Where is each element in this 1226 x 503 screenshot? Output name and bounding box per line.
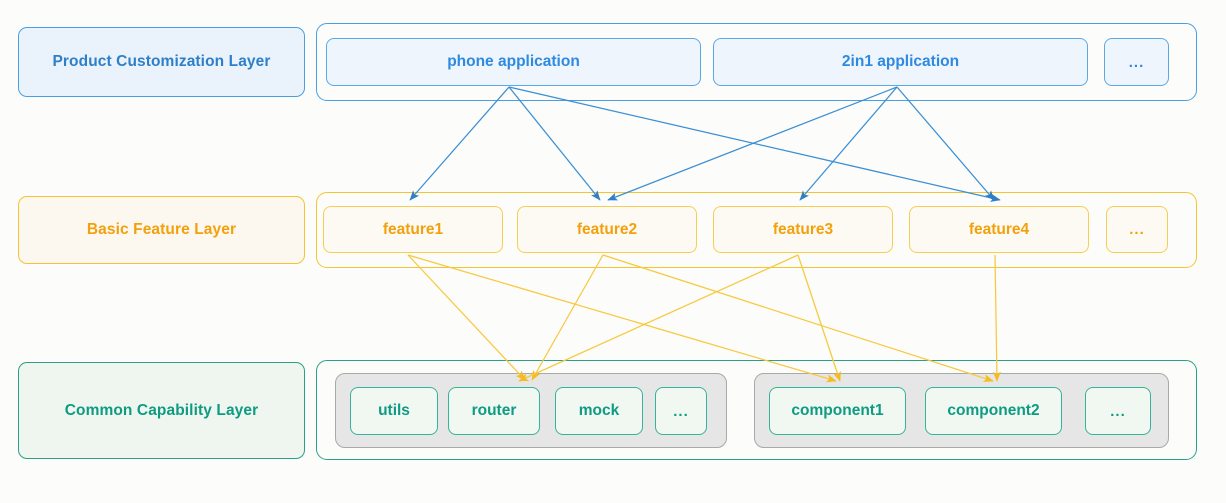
node-label: ... <box>1129 221 1145 238</box>
node-label: ... <box>1128 53 1145 71</box>
node-feature2[interactable]: feature2 <box>517 206 697 253</box>
node-label: feature4 <box>968 220 1030 238</box>
node-component2[interactable]: component2 <box>925 387 1062 435</box>
node-feature-ellipsis[interactable]: ... <box>1106 206 1168 253</box>
layer-label-text: Product Customization Layer <box>52 53 271 70</box>
layer-label-text: Common Capability Layer <box>64 401 259 419</box>
node-label: feature1 <box>382 220 444 238</box>
node-label: 2in1 application <box>841 53 960 70</box>
layer-label-text: Basic Feature Layer <box>86 221 237 238</box>
layer-label-product-customization: Product Customization Layer <box>18 27 305 97</box>
node-label: feature3 <box>772 220 834 238</box>
node-label: ... <box>673 402 689 420</box>
node-label: feature2 <box>576 220 638 238</box>
node-label: component2 <box>947 402 1040 419</box>
layer-items-shell-common-capability: utils router mock ... component1 compone… <box>316 360 1197 460</box>
node-label: mock <box>578 402 620 419</box>
node-2in1-application[interactable]: 2in1 application <box>713 38 1088 86</box>
node-feature4[interactable]: feature4 <box>909 206 1089 253</box>
node-feature3[interactable]: feature3 <box>713 206 893 253</box>
blue-connection-group-2 <box>607 86 995 201</box>
layer-items-shell-basic-feature: feature1 feature2 feature3 feature4 ... <box>316 192 1197 268</box>
node-phone-application[interactable]: phone application <box>326 38 701 86</box>
node-product-ellipsis[interactable]: ... <box>1104 38 1169 86</box>
node-components-ellipsis[interactable]: ... <box>1085 387 1151 435</box>
layer-items-shell-product-customization: phone application 2in1 application ... <box>316 23 1197 101</box>
node-utilities-ellipsis[interactable]: ... <box>655 387 707 435</box>
node-label: ... <box>1110 402 1126 420</box>
node-feature1[interactable]: feature1 <box>323 206 503 253</box>
node-component1[interactable]: component1 <box>769 387 906 435</box>
layer-label-basic-feature: Basic Feature Layer <box>18 196 305 264</box>
layer-label-common-capability: Common Capability Layer <box>18 362 305 459</box>
node-label: utils <box>378 402 410 419</box>
node-router[interactable]: router <box>448 387 540 435</box>
blue-connection-group <box>409 86 1001 202</box>
node-label: component1 <box>791 402 884 419</box>
node-label: phone application <box>447 53 580 70</box>
node-mock[interactable]: mock <box>555 387 643 435</box>
node-label: router <box>471 402 517 419</box>
node-utils[interactable]: utils <box>350 387 438 435</box>
